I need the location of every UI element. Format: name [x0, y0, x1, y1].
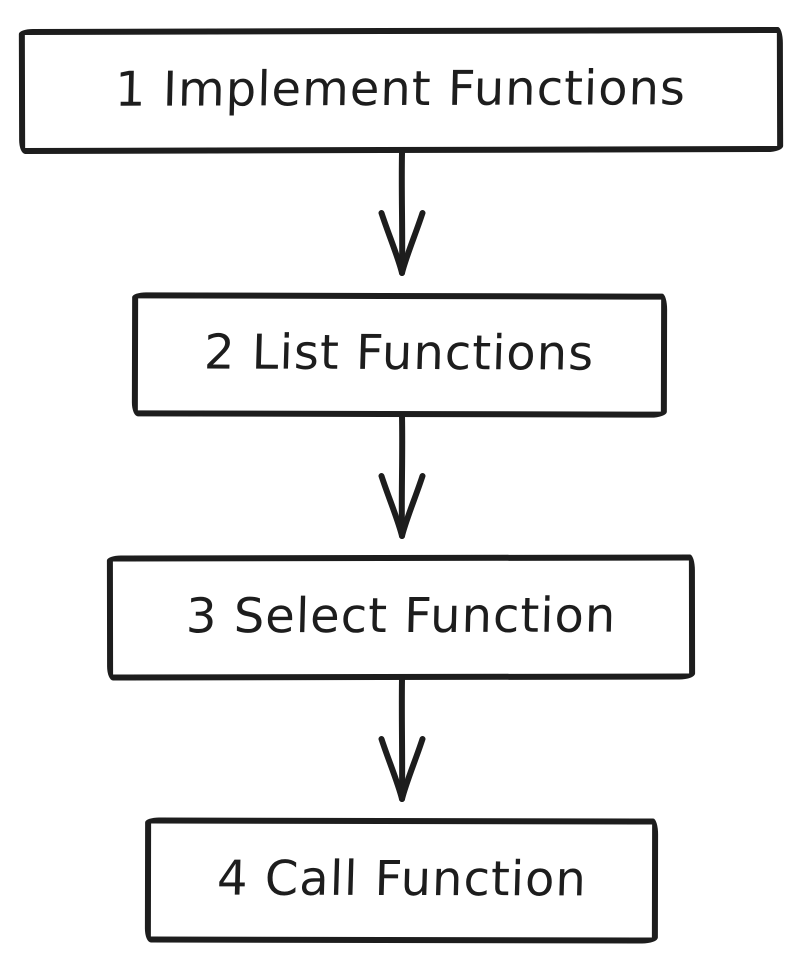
arrow-down-icon [374, 677, 430, 805]
step-label: 2 List Functions [203, 324, 596, 382]
arrow-down-icon [374, 414, 430, 542]
step-box-call-function: 4 Call Function [144, 817, 659, 944]
arrow-down-icon [374, 151, 430, 279]
step-label: 3 Select Function [185, 587, 617, 644]
step-box-implement-functions: 1 Implement Functions [18, 27, 784, 154]
step-box-list-functions: 2 List Functions [131, 292, 668, 418]
step-box-select-function: 3 Select Function [106, 554, 696, 681]
step-label: 4 Call Function [215, 850, 588, 907]
step-label: 1 Implement Functions [114, 59, 688, 118]
